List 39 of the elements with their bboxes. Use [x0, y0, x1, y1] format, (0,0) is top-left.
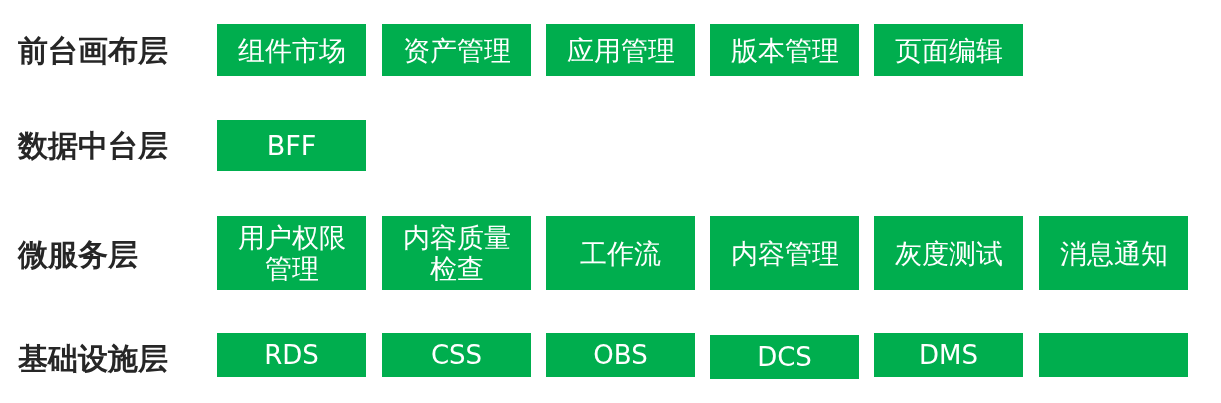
module-box [1039, 216, 1188, 290]
module-box [217, 333, 366, 377]
module-label: 消息通知 [1059, 237, 1168, 269]
module-label: OBS [593, 339, 648, 371]
module-box [217, 120, 366, 171]
module-box [710, 335, 859, 379]
module-box [546, 24, 695, 76]
module-label: 用户权限管理 [236, 222, 347, 284]
module-label: RDS [264, 339, 319, 371]
module-box [382, 24, 531, 76]
module-label: CSS [430, 339, 483, 371]
module-box [874, 216, 1023, 290]
layer-label: 基础设施层 [18, 340, 168, 378]
module-box [874, 333, 1023, 377]
module-box [217, 216, 366, 290]
module-box [217, 24, 366, 76]
module-label: 灰度测试 [894, 237, 1003, 269]
module-label: 应用管理 [566, 34, 675, 66]
module-box [546, 333, 695, 377]
module-label: 资产管理 [402, 34, 511, 66]
module-label: 工作流 [580, 237, 661, 269]
layer-label: 前台画布层 [18, 32, 168, 70]
module-label: 内容质量检查 [401, 222, 512, 284]
layer-label: 微服务层 [18, 236, 138, 274]
module-label: BFF [266, 130, 317, 161]
module-box [874, 24, 1023, 76]
module-box [1039, 333, 1188, 377]
module-label: 页面编辑 [894, 34, 1003, 66]
module-label: DMS [919, 339, 978, 371]
module-box [710, 216, 859, 290]
layer-label: 数据中台层 [18, 127, 168, 165]
module-box [546, 216, 695, 290]
module-label: DCS [757, 341, 812, 373]
module-label: 版本管理 [730, 34, 839, 66]
module-box [710, 24, 859, 76]
module-label: 内容管理 [730, 237, 839, 269]
module-box [382, 333, 531, 377]
module-label: 组件市场 [237, 34, 346, 66]
module-box [382, 216, 531, 290]
